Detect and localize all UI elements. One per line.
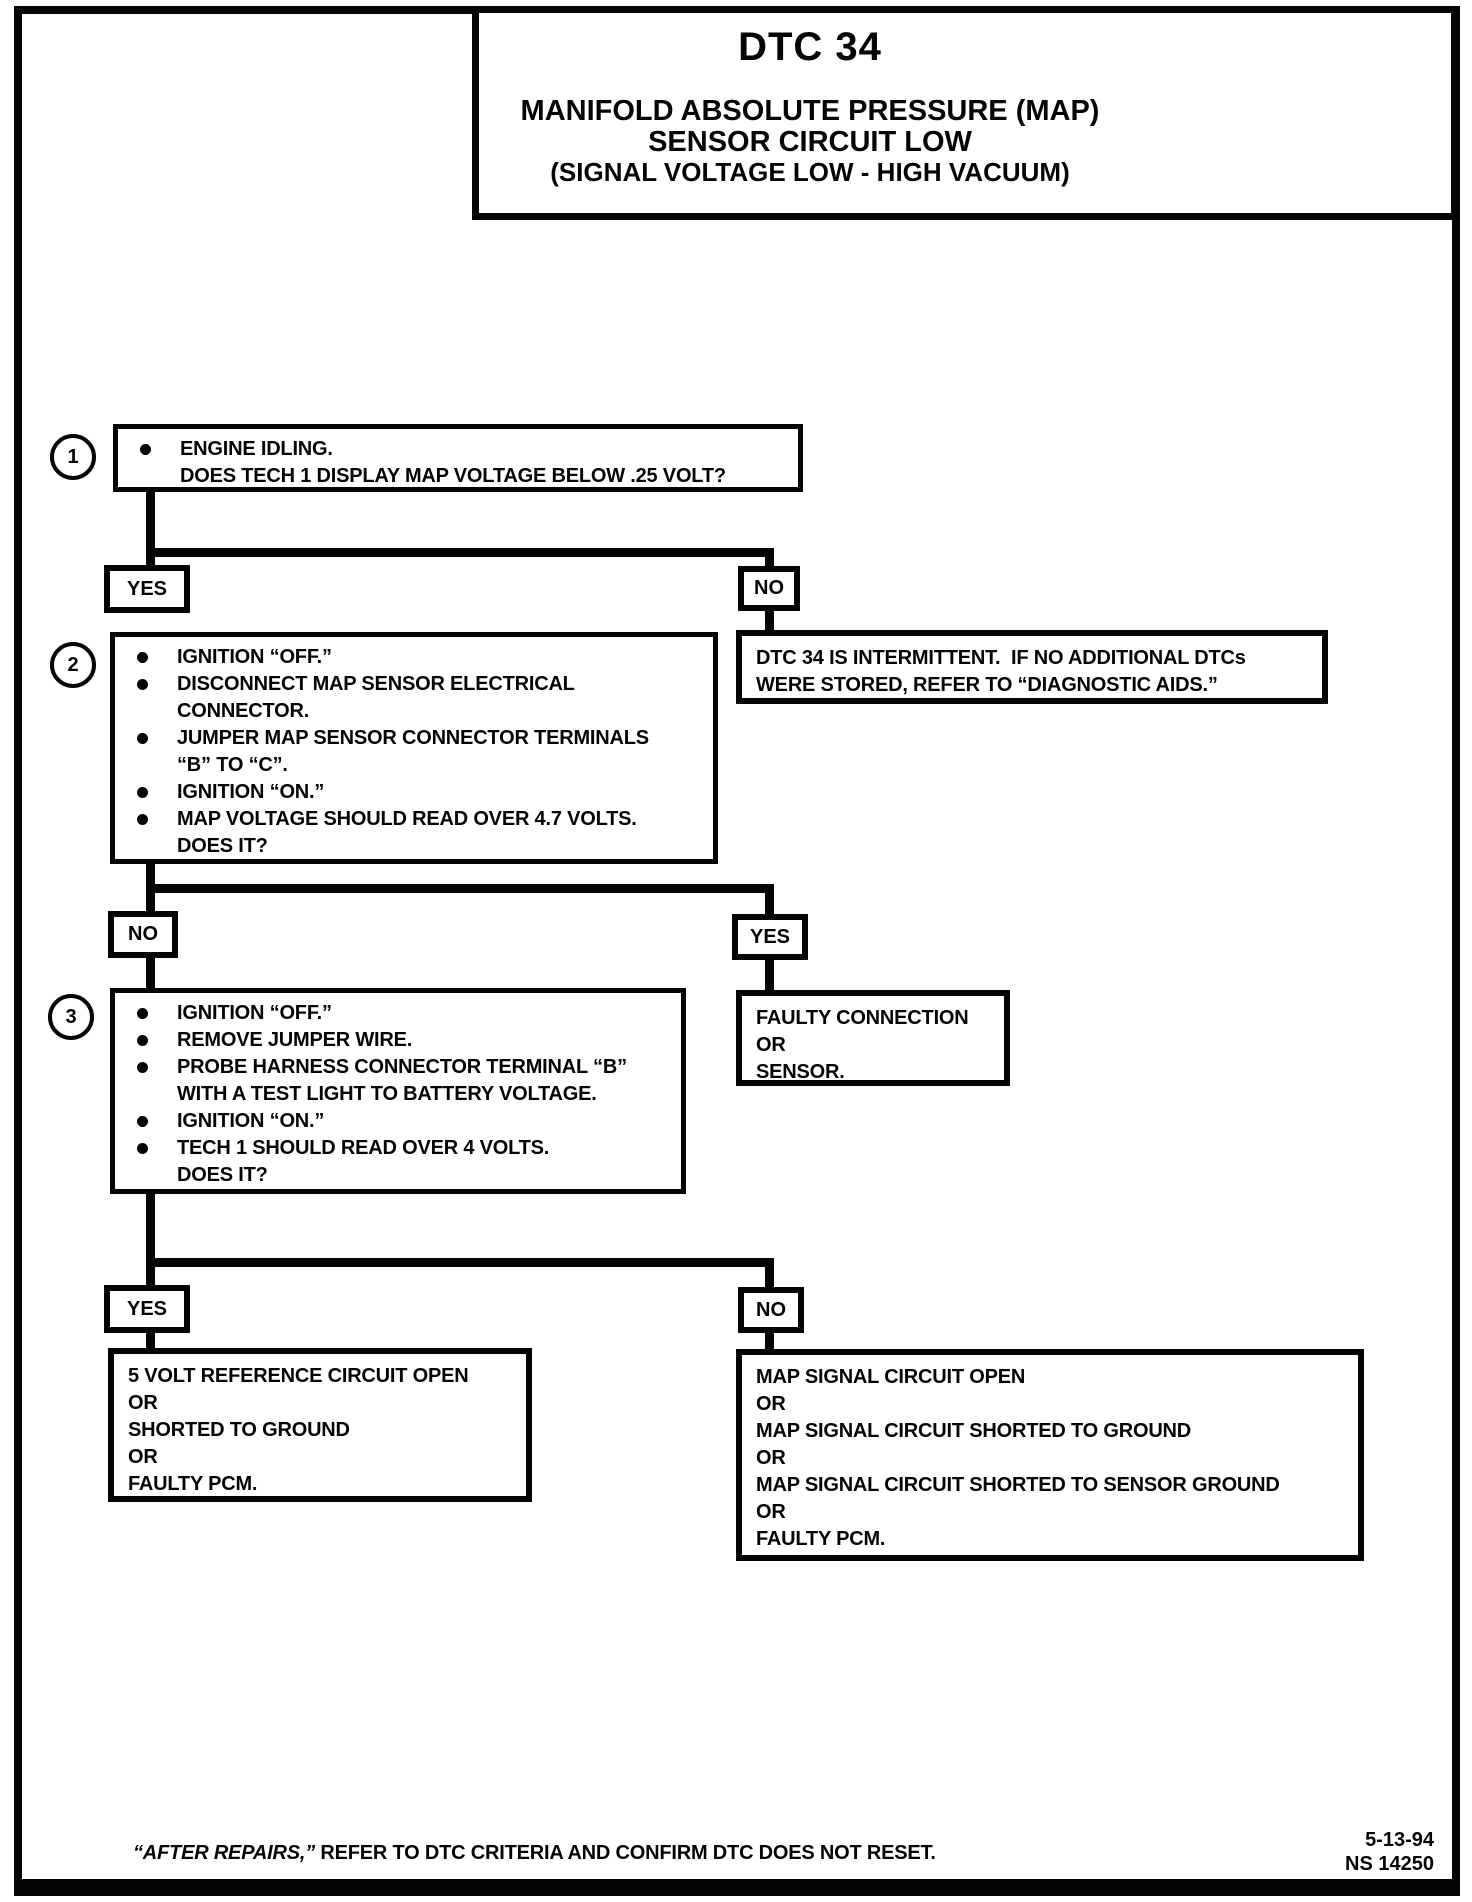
connector-line-yes3-down [146,1331,155,1351]
result-intermittent-line-1: DTC 34 IS INTERMITTENT. IF NO ADDITIONAL… [756,647,1246,669]
step3-box: IGNITION “OFF.” REMOVE JUMPER WIRE. PROB… [110,988,686,1194]
result-map-signal-line-1: MAP SIGNAL CIRCUIT OPEN [756,1366,1026,1388]
step3-number-badge: 3 [48,994,94,1040]
connector-line-branch1-horizontal [146,548,774,557]
connector-line-no2-down [146,954,155,992]
step1-no-label: NO [738,566,800,611]
step2-line-6: IGNITION “ON.” [131,779,705,806]
title-text-group: DTC 34 MANIFOLD ABSOLUTE PRESSURE (MAP) … [479,25,1141,187]
connector-line-branch3-no-stub [765,1258,774,1291]
connector-line-yes2-down [765,956,774,992]
step1-number-badge: 1 [50,434,96,480]
result-map-signal-box: MAP SIGNAL CIRCUIT OPEN OR MAP SIGNAL CI… [736,1349,1364,1561]
step2-line-4: JUMPER MAP SENSOR CONNECTOR TERMINALS [131,725,705,752]
result-faulty-line-3: SENSOR. [756,1061,845,1083]
step2-line-7: MAP VOLTAGE SHOULD READ OVER 4.7 VOLTS. [131,806,705,833]
connector-line-no1-down [765,608,774,634]
result-five-volt-line-3: SHORTED TO GROUND [128,1419,350,1441]
result-five-volt-line-4: OR [128,1446,158,1468]
step1-yes-label: YES [104,565,190,613]
result-intermittent-box: DTC 34 IS INTERMITTENT. IF NO ADDITIONAL… [736,630,1328,704]
connector-line-branch1-no-stub [765,548,774,570]
step2-line-8: DOES IT? [177,835,268,857]
after-repairs-note-rest: REFER TO DTC CRITERIA AND CONFIRM DTC DO… [315,1842,936,1864]
connector-line-no3-down [765,1329,774,1352]
step2-number-badge: 2 [50,642,96,688]
dtc-code-title: DTC 34 [738,25,882,69]
step2-line-5: “B” TO “C”. [177,754,288,776]
connector-line-branch2-horizontal [146,884,774,893]
connector-line-branch2-yes-stub [765,884,774,918]
step3-line-4: WITH A TEST LIGHT TO BATTERY VOLTAGE. [177,1083,597,1105]
title-spacer [479,70,1141,96]
result-faulty-line-2: OR [756,1034,786,1056]
result-map-signal-line-2: OR [756,1393,786,1415]
connector-line-step3-down [146,1190,155,1289]
step2-yes-label: YES [732,914,808,960]
result-map-signal-line-5: MAP SIGNAL CIRCUIT SHORTED TO SENSOR GRO… [756,1474,1280,1496]
connector-line-branch3-horizontal [146,1258,774,1267]
step3-no-label: NO [738,1287,804,1333]
result-five-volt-line-1: 5 VOLT REFERENCE CIRCUIT OPEN [128,1365,469,1387]
after-repairs-note-italic: “AFTER REPAIRS,” [133,1842,315,1864]
step2-no-label: NO [108,911,178,958]
result-map-signal-line-7: FAULTY PCM. [756,1528,886,1550]
step3-line-6: TECH 1 SHOULD READ OVER 4 VOLTS. [131,1135,673,1162]
step2-line-2: DISCONNECT MAP SENSOR ELECTRICAL [131,671,705,698]
document-number: NS 14250 [1345,1853,1434,1875]
result-five-volt-box: 5 VOLT REFERENCE CIRCUIT OPEN OR SHORTED… [108,1348,532,1502]
title-line-2: SENSOR CIRCUIT LOW [648,126,972,158]
title-block: DTC 34 MANIFOLD ABSOLUTE PRESSURE (MAP) … [472,6,1458,220]
revision-date: 5-13-94 [1365,1829,1434,1851]
result-map-signal-line-4: OR [756,1447,786,1469]
result-intermittent-line-2: WERE STORED, REFER TO “DIAGNOSTIC AIDS.” [756,674,1218,696]
result-map-signal-line-3: MAP SIGNAL CIRCUIT SHORTED TO GROUND [756,1420,1192,1442]
result-five-volt-line-5: FAULTY PCM. [128,1473,258,1495]
result-map-signal-line-6: OR [756,1501,786,1523]
step3-yes-label: YES [104,1285,190,1333]
step3-line-3: PROBE HARNESS CONNECTOR TERMINAL “B” [131,1054,673,1081]
step1-box: ENGINE IDLING. DOES TECH 1 DISPLAY MAP V… [113,424,803,492]
step2-box: IGNITION “OFF.” DISCONNECT MAP SENSOR EL… [110,632,718,864]
step2-line-1: IGNITION “OFF.” [131,644,705,671]
title-line-3: (SIGNAL VOLTAGE LOW - HIGH VACUUM) [550,157,1070,187]
result-five-volt-line-2: OR [128,1392,158,1414]
step3-line-2: REMOVE JUMPER WIRE. [131,1027,673,1054]
result-faulty-connection-box: FAULTY CONNECTION OR SENSOR. [736,990,1010,1086]
after-repairs-note: “AFTER REPAIRS,” REFER TO DTC CRITERIA A… [133,1842,936,1865]
step1-line-1: ENGINE IDLING. [134,436,790,463]
step3-line-5: IGNITION “ON.” [131,1108,673,1135]
step2-line-3: CONNECTOR. [177,700,310,722]
step3-line-1: IGNITION “OFF.” [131,1000,673,1027]
result-faulty-line-1: FAULTY CONNECTION [756,1007,969,1029]
step3-line-7: DOES IT? [177,1164,268,1186]
connector-line-step1-down [146,488,155,568]
document-id-block: 5-13-94 NS 14250 [1345,1828,1434,1876]
step1-line-2: DOES TECH 1 DISPLAY MAP VOLTAGE BELOW .2… [180,465,726,487]
title-line-1: MANIFOLD ABSOLUTE PRESSURE (MAP) [520,95,1100,127]
